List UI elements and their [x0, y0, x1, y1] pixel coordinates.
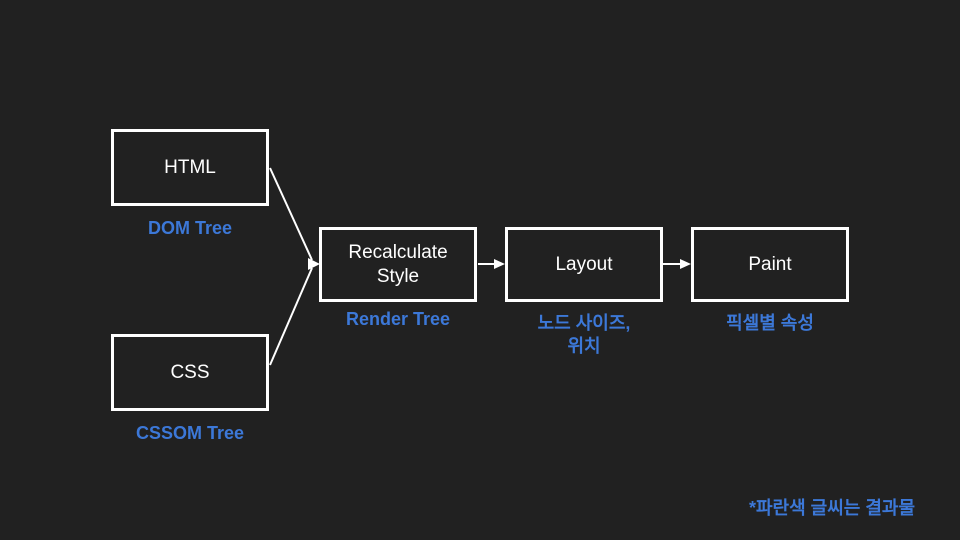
result-label-dom-tree: DOM Tree: [147, 218, 233, 238]
node-layout-label: Layout: [555, 253, 613, 275]
arrow-layout-to-paint: [663, 259, 691, 269]
arrow-css-to-recalc: [269, 267, 313, 366]
result-label-node-size-position: 노드 사이즈, 위치: [485, 312, 683, 358]
result-label-node-size-line1: 노드 사이즈,: [537, 313, 631, 333]
node-recalculate-style: Recalculate Style: [319, 227, 477, 302]
result-label-render-tree: Render Tree: [345, 309, 451, 329]
node-html: HTML: [111, 129, 269, 206]
node-paint-label: Paint: [748, 253, 792, 275]
node-css: CSS: [111, 334, 269, 411]
node-css-label: CSS: [170, 361, 210, 383]
node-paint: Paint: [691, 227, 849, 302]
node-html-label: HTML: [164, 156, 216, 178]
result-label-pixel-properties: 픽셀별 속성: [726, 313, 814, 333]
node-layout: Layout: [505, 227, 663, 302]
arrow-html-to-recalc: [269, 167, 313, 261]
result-label-cssom-tree: CSSOM Tree: [135, 423, 245, 443]
result-label-node-size-line2: 위치: [567, 336, 601, 356]
arrow-recalc-to-layout: [478, 259, 505, 269]
footnote-blue-text-note: *파란색 글씨는 결과물: [748, 498, 915, 518]
node-recalculate-style-label: Recalculate Style: [348, 241, 448, 287]
